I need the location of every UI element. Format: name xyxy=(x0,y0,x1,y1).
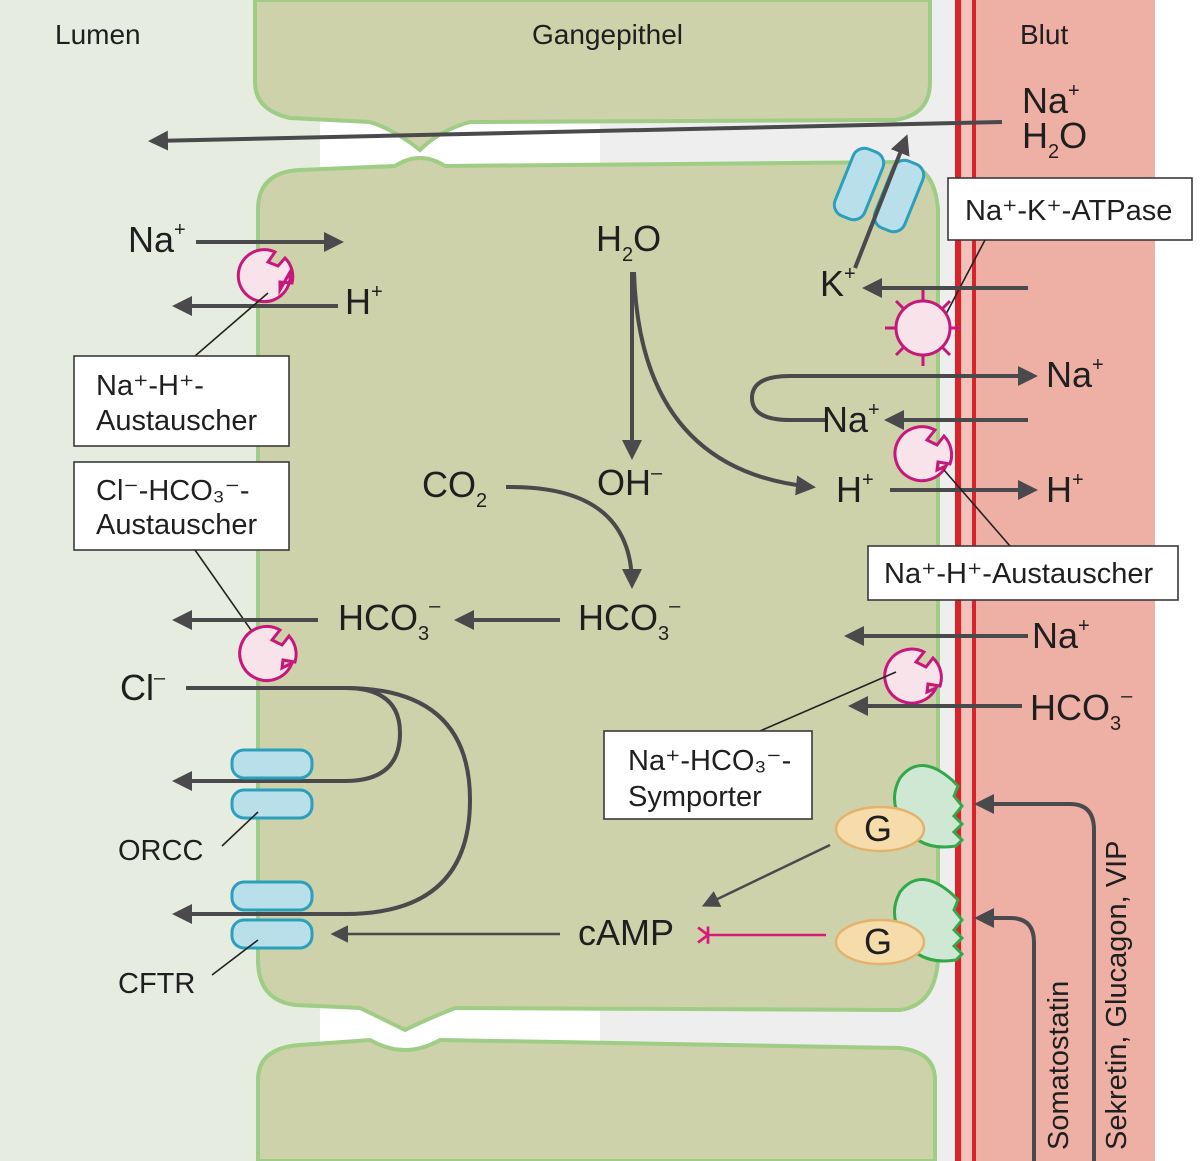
box-na-h-left-line2: Austauscher xyxy=(96,405,258,437)
center-h2o-label: H2O xyxy=(596,218,661,266)
box-na-h-right-label: Na⁺-H⁺-Austauscher xyxy=(884,558,1153,590)
box-na-hco3-line2: Symporter xyxy=(628,781,762,813)
right-na-h-exchanger-icon xyxy=(893,425,954,483)
header-lumen: Lumen xyxy=(55,19,141,50)
cl-label: Cl– xyxy=(120,667,166,708)
g-protein-lower: G xyxy=(834,918,926,966)
box-na-hco3-line1: Na⁺-HCO₃⁻- xyxy=(628,745,791,777)
symport-leader xyxy=(759,671,897,732)
cl-hco3-leader xyxy=(194,549,259,641)
h2o-to-h-arrow xyxy=(632,271,816,496)
cl-hco3-exchanger-icon xyxy=(238,625,298,682)
box-cl-hco3-line1: Cl⁻-HCO₃⁻- xyxy=(96,475,250,507)
nak-leader xyxy=(944,239,986,317)
g-stimulate-arrow xyxy=(701,843,831,907)
symport-hco3-label: HCO3– xyxy=(1030,685,1133,735)
box-na-h-right xyxy=(867,545,1179,601)
sekretin-arrow xyxy=(974,794,1096,1161)
box-na-h-left-line1: Na⁺-H⁺- xyxy=(96,370,204,402)
na-hco3-symporter-icon xyxy=(883,647,943,705)
oh-label: OH– xyxy=(597,462,663,503)
cell-top xyxy=(253,0,932,153)
na-out-label: Na+ xyxy=(1046,354,1104,395)
somatostatin-arrow xyxy=(974,908,1036,1161)
cftr-leader xyxy=(211,939,259,976)
k-channel-icon xyxy=(832,146,926,234)
sekretin-label: Sekretin, Glucagon, VIP xyxy=(1101,841,1133,1151)
somatostatin-label: Somatostatin xyxy=(1043,981,1075,1150)
paracellular-arrow xyxy=(148,120,1003,151)
box-nak-atpase xyxy=(947,177,1193,241)
g-protein-upper-label: G xyxy=(864,808,892,849)
co2-to-hco3-arrow xyxy=(505,484,642,589)
cell-bottom xyxy=(256,1037,937,1161)
na-in-label: Na+ xyxy=(822,399,880,440)
box-na-h-left xyxy=(73,355,290,447)
para-na-label: Na+ xyxy=(1022,80,1080,121)
box-cl-hco3 xyxy=(73,461,290,551)
camp-label: cAMP xyxy=(578,912,674,953)
g-protein-upper: G xyxy=(834,805,926,853)
na-recycle-arrow xyxy=(749,366,1038,422)
orcc-channel-icon xyxy=(230,748,314,820)
para-h2o-label: H2O xyxy=(1022,115,1087,163)
left-na-h-leader xyxy=(194,292,269,357)
symport-na-label: Na+ xyxy=(1032,615,1090,656)
k-label: K+ xyxy=(820,263,856,304)
header-blut: Blut xyxy=(1020,19,1068,50)
left-hco3-label: HCO3– xyxy=(338,595,441,645)
right-h-out-label: H+ xyxy=(1046,469,1084,510)
orcc-label: ORCC xyxy=(118,835,203,867)
nak-atpase-icon xyxy=(885,290,961,366)
left-h-label: H+ xyxy=(345,281,383,322)
right-na-h-leader xyxy=(943,469,1011,547)
box-nak-atpase-label: Na⁺-K⁺-ATPase xyxy=(965,195,1172,227)
header-gangepithel: Gangepithel xyxy=(532,19,683,50)
k-efflux-arrow xyxy=(853,134,910,269)
left-na-h-exchanger-icon xyxy=(236,248,295,304)
cl-outer-loop-arrow xyxy=(172,686,473,924)
orcc-leader xyxy=(221,811,259,847)
cftr-label: CFTR xyxy=(118,968,195,1000)
g-protein-lower-label: G xyxy=(864,921,892,962)
right-h-in-label: H+ xyxy=(836,469,874,510)
center-hco3-label: HCO3– xyxy=(578,595,681,645)
box-cl-hco3-line2: Austauscher xyxy=(96,509,258,541)
co2-label: CO2 xyxy=(422,464,487,512)
cftr-channel-icon xyxy=(230,880,314,950)
box-na-hco3 xyxy=(603,730,813,820)
left-na-label: Na+ xyxy=(128,219,186,260)
